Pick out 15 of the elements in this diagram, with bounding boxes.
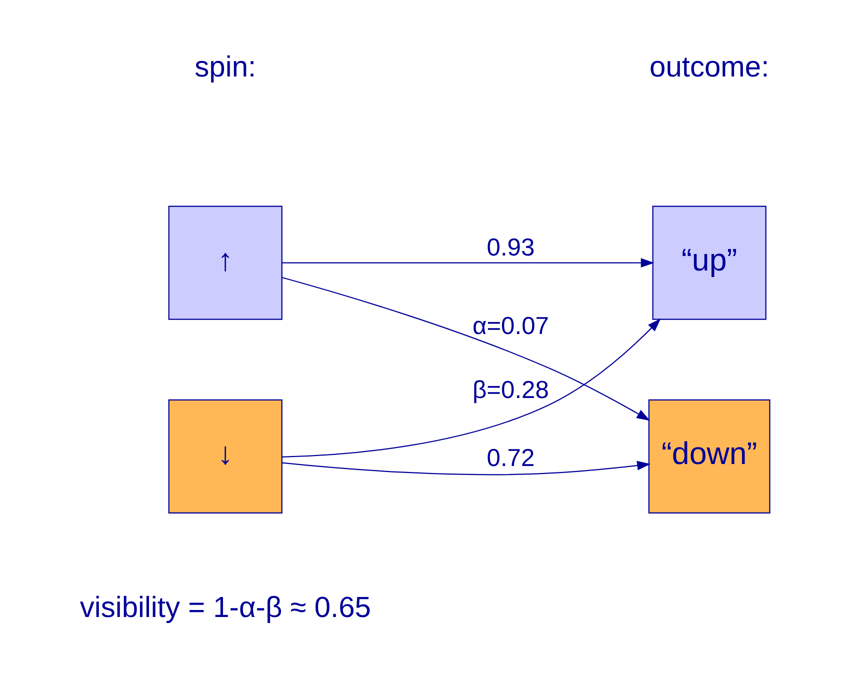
node-box: ↓ bbox=[168, 399, 282, 514]
node-box: “up” bbox=[652, 206, 766, 320]
arrow bbox=[282, 258, 654, 268]
arrow bbox=[282, 460, 651, 476]
label: visibility = 1-α-β ≈ 0.65 bbox=[80, 592, 371, 624]
node-box: ↑ bbox=[168, 206, 282, 320]
edge-label: β=0.28 bbox=[472, 376, 549, 404]
edge-label: α=0.07 bbox=[472, 313, 549, 340]
edge-label: 0.93 bbox=[486, 234, 535, 262]
edge-label: 0.72 bbox=[486, 445, 535, 472]
label: outcome: bbox=[650, 51, 770, 84]
arrow bbox=[282, 276, 650, 421]
node-box: “down” bbox=[648, 399, 770, 514]
arrow bbox=[282, 318, 661, 458]
label: spin: bbox=[194, 51, 256, 84]
